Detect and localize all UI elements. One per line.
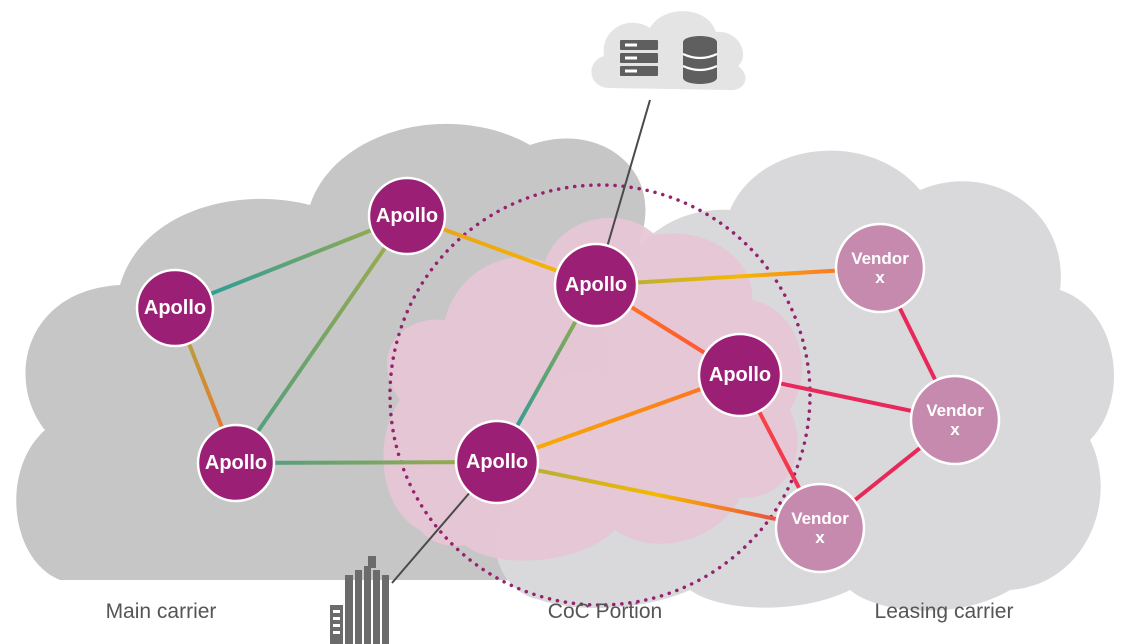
server-database-icon [620, 36, 718, 84]
apollo-node-circle [367, 176, 447, 256]
node-label: Apollo [376, 205, 438, 227]
link-apollo-left-to-apollo-top [174, 214, 408, 310]
node-label: Apollo [709, 364, 771, 386]
node-label: Vendor [851, 249, 909, 268]
node-label: x [815, 528, 825, 547]
node-apollo-coc-right: Apollo [697, 332, 783, 418]
apollo-node-circle [697, 332, 783, 418]
link-apollo-coc-top-to-vendor-top [595, 266, 881, 287]
apollo-node-circle [454, 419, 540, 505]
node-label: Apollo [565, 274, 627, 296]
node-label: Vendor [926, 401, 984, 420]
coc-boundary-dotted-circle [388, 183, 812, 607]
vendor-node-circle [774, 482, 866, 574]
node-label: Vendor [791, 509, 849, 528]
node-label: Apollo [205, 452, 267, 474]
region-label-coc-portion: CoC Portion [548, 600, 662, 623]
datacenter-cloud [591, 11, 746, 91]
region-label-leasing-carrier: Leasing carrier [875, 600, 1014, 623]
office-building-icon [330, 556, 389, 644]
link-apollo-bottom-left-to-apollo-coc-bottom [235, 460, 498, 465]
node-apollo-coc-top: Apollo [553, 242, 639, 328]
node-label: Apollo [144, 297, 206, 319]
link-apollo-top-to-apollo-bottom-left [234, 214, 409, 465]
region-label-main-carrier: Main carrier [106, 600, 217, 623]
vendor-node-circle [909, 374, 1001, 466]
node-apollo-bottom-left: Apollo [196, 423, 276, 503]
link-apollo-coc-bottom-to-vendor-bottom [496, 460, 821, 530]
node-apollo-left: Apollo [135, 268, 215, 348]
nodes-layer: ApolloApolloApolloApolloApolloApolloVend… [135, 176, 1001, 574]
node-label: x [950, 420, 960, 439]
apollo-node-circle [553, 242, 639, 328]
node-apollo-coc-bottom: Apollo [454, 419, 540, 505]
node-label: Apollo [466, 451, 528, 473]
vendor-node-circle [834, 222, 926, 314]
node-apollo-top: Apollo [367, 176, 447, 256]
link-apollo-coc-bottom-to-apollo-coc-right [496, 373, 741, 464]
apollo-node-circle [196, 423, 276, 503]
apollo-node-circle [135, 268, 215, 348]
node-label: x [875, 268, 885, 287]
